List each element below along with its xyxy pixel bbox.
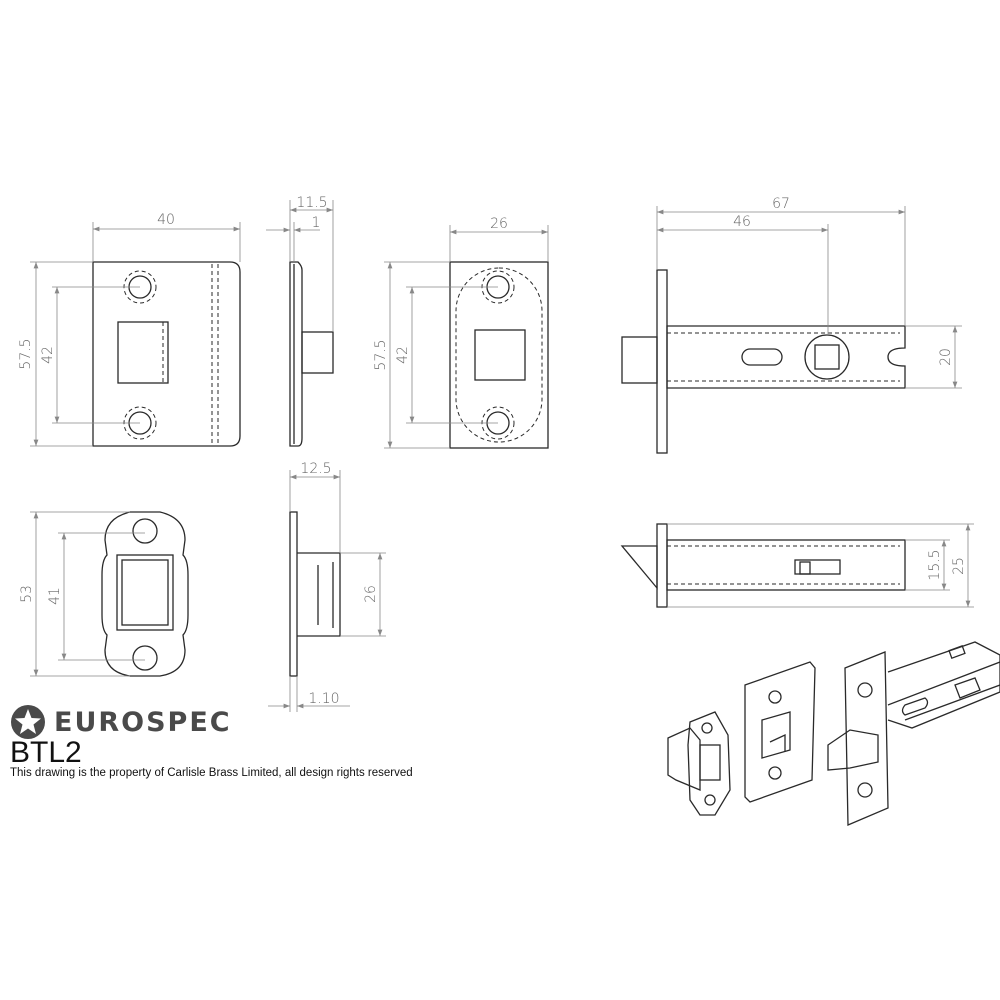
- copyright-disclaimer: This drawing is the property of Carlisle…: [10, 767, 413, 779]
- keep-front-view: 53 41: [19, 511, 189, 677]
- dim-keep-hole-spacing: 41: [47, 587, 63, 605]
- strike-dimensions: 40 57.5 42: [18, 212, 241, 447]
- brand-name: EUROSPEC: [54, 706, 232, 738]
- dim-forend-width: 26: [490, 216, 508, 232]
- dim-strike-height: 57.5: [18, 338, 34, 369]
- isometric-strike: [744, 661, 816, 803]
- keep-side-view: 12.5 26 1.10: [268, 461, 386, 712]
- latch-top-view: 67 46 20: [621, 196, 962, 454]
- dim-forend-height: 57.5: [373, 339, 389, 370]
- dim-latch-length: 67: [772, 196, 790, 212]
- dim-strike-thickness: 1: [312, 215, 321, 231]
- dim-latch-side-body: 15.5: [927, 549, 943, 580]
- forend-front-view: 26 57.5 42: [373, 216, 549, 449]
- isometric-keep: [667, 711, 731, 816]
- star-circle-logo-icon: [11, 705, 45, 739]
- dim-strike-hole-spacing: 42: [40, 346, 56, 364]
- dim-keep-height: 53: [19, 585, 35, 603]
- dim-backset: 46: [733, 214, 751, 230]
- product-code: BTL2: [10, 736, 82, 769]
- dim-strike-depth: 11.5: [296, 195, 327, 211]
- dim-keep-body-height: 26: [363, 585, 379, 603]
- brand-logo: EUROSPEC: [10, 704, 232, 740]
- dim-latch-side-plate: 25: [951, 557, 967, 575]
- dim-keep-depth: 12.5: [300, 461, 331, 477]
- isometric-latch: [827, 641, 1000, 826]
- dim-strike-width: 40: [157, 212, 175, 228]
- dim-latch-body-height: 20: [938, 348, 954, 366]
- strike-plate-front-view: [92, 261, 241, 447]
- dim-forend-hole-spacing: 42: [395, 346, 411, 364]
- dim-keep-plate-thickness: 1.10: [308, 691, 339, 707]
- strike-plate-side-view: 11.5 1: [266, 195, 334, 447]
- latch-side-view: 15.5 25: [620, 523, 974, 608]
